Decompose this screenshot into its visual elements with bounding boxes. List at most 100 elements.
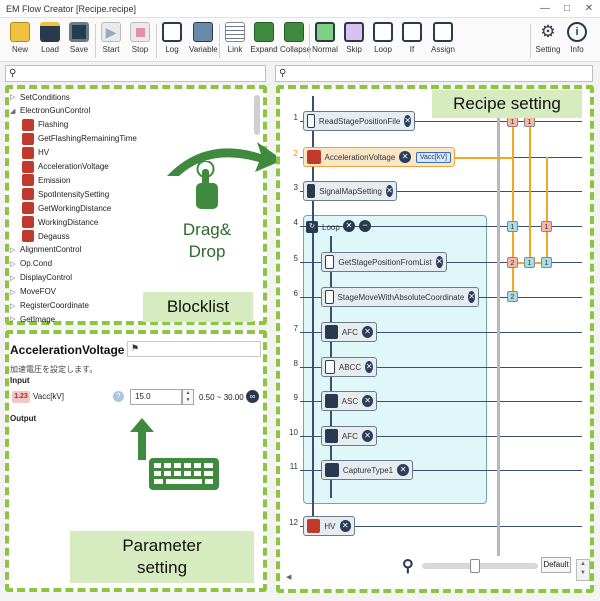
remove-block-icon[interactable]: ✕ — [404, 115, 411, 127]
collapsed-arrow-icon[interactable]: ▷ — [10, 316, 16, 324]
variable-chip[interactable]: 2 — [507, 257, 518, 268]
recipe-block[interactable]: ReadStagePositionFile✕ — [303, 111, 415, 131]
blocklist-item[interactable]: GetFlashingRemainingTime — [22, 132, 137, 146]
scroll-left-button[interactable]: ◀ — [286, 574, 292, 581]
blocklist-item[interactable]: ▷GetImage — [10, 312, 55, 326]
remove-block-icon[interactable]: ✕ — [362, 395, 373, 407]
row-rail-line — [300, 226, 582, 227]
blocklist-item[interactable]: ▷RegisterCoordinate — [10, 299, 89, 313]
blocklist-item-label: SetConditions — [20, 92, 70, 102]
if-button[interactable]: If — [398, 22, 426, 60]
start-button[interactable]: ▶Start — [97, 22, 125, 60]
normal-mode-icon — [315, 22, 335, 42]
recipe-block[interactable]: SignalMapSetting✕ — [303, 181, 397, 201]
variable-chip[interactable]: 1 — [507, 221, 518, 232]
variable-chip[interactable]: 2 — [507, 291, 518, 302]
blocklist-item[interactable]: ▷ SetConditions — [10, 90, 70, 104]
log-button[interactable]: Log — [158, 22, 186, 60]
remove-block-icon[interactable]: ✕ — [361, 430, 373, 442]
blocklist-item[interactable]: Flashing — [22, 118, 68, 132]
blocklist-scrollbar[interactable] — [254, 95, 260, 135]
recipe-block-label: HV — [324, 521, 336, 531]
variable-chip[interactable]: 1 — [541, 257, 552, 268]
zoom-slider-track[interactable] — [422, 563, 538, 569]
blocklist-item[interactable]: ▷MoveFOV — [10, 285, 56, 299]
blocklist-item[interactable]: GetWorkingDistance — [22, 201, 111, 215]
collapsed-arrow-icon[interactable]: ▷ — [10, 274, 16, 282]
recipe-block[interactable]: ASC✕ — [321, 391, 377, 411]
tag-field[interactable]: ⚑ — [127, 341, 261, 357]
recipe-search-input[interactable]: ⚲ — [275, 65, 593, 82]
recipe-block-label: StageMoveWithAbsoluteCoordinate — [337, 292, 465, 302]
collapsed-arrow-icon[interactable]: ▷ — [10, 302, 16, 310]
collapsed-arrow-icon[interactable]: ▷ — [10, 246, 16, 254]
parameter-variable-tag[interactable]: Vacc[kV] — [415, 151, 451, 163]
remove-block-icon[interactable]: ✕ — [385, 185, 393, 197]
loop-button[interactable]: Loop — [369, 22, 397, 60]
recipe-block[interactable]: AccelerationVoltage✕Vacc[kV] — [303, 147, 455, 167]
new-button[interactable]: New — [6, 22, 34, 60]
input-range: 0.50 ~ 30.00 — [199, 393, 244, 402]
save-button[interactable]: Save — [65, 22, 93, 60]
maximize-icon[interactable]: □ — [563, 3, 571, 14]
collapse-loop-icon[interactable]: − — [359, 220, 371, 232]
vertical-scroll-buttons[interactable]: ▲▼ — [576, 559, 590, 581]
link-button[interactable]: Link — [221, 22, 249, 60]
recipe-block[interactable]: GetStagePositionFromList✕ — [321, 252, 447, 272]
help-icon[interactable]: ? — [113, 391, 124, 402]
remove-block-icon[interactable]: ✕ — [435, 256, 443, 268]
blocklist-item[interactable]: ◢ElectronGunControl — [10, 104, 90, 118]
gear-icon: ⚙ — [540, 22, 556, 41]
stop-button[interactable]: Stop — [126, 22, 154, 60]
blocklist-item[interactable]: ▷Op.Cond — [10, 257, 52, 271]
link-parameter-icon[interactable]: ∞ — [246, 390, 259, 403]
recipe-block[interactable]: HV✕ — [303, 516, 355, 536]
recipe-block[interactable]: AFC✕ — [321, 322, 377, 342]
toolbar-separator — [530, 24, 531, 58]
remove-block-icon[interactable]: ✕ — [468, 291, 475, 303]
stop-button-label: Stop — [131, 45, 149, 54]
remove-block-icon[interactable]: ✕ — [339, 520, 351, 532]
blocklist-item[interactable]: AccelerationVoltage — [22, 160, 109, 174]
blocklist-item[interactable]: HV — [22, 146, 49, 160]
recipe-block[interactable]: AFC✕ — [321, 426, 377, 446]
setting-button[interactable]: ⚙Setting — [534, 22, 562, 60]
collapsed-arrow-icon[interactable]: ▷ — [10, 260, 16, 268]
skip-button[interactable]: Skip — [340, 22, 368, 60]
recipe-block[interactable]: CaptureType1✕ — [321, 460, 413, 480]
blocklist-item[interactable]: Emission — [22, 173, 70, 187]
remove-block-icon[interactable]: ✕ — [361, 326, 373, 338]
assign-button[interactable]: Assign — [429, 22, 457, 60]
collapsed-arrow-icon[interactable]: ▷ — [10, 94, 16, 101]
search-icon: ⚲ — [9, 68, 17, 79]
blocklist-item[interactable]: WorkingDistance — [22, 215, 98, 229]
loop-header[interactable]: ↻Loop — [306, 220, 340, 234]
blocklist-item[interactable]: SpotIntensitySetting — [22, 187, 109, 201]
expand-button[interactable]: Expand — [250, 22, 278, 60]
remove-block-icon[interactable]: ✕ — [399, 151, 411, 163]
remove-block-icon[interactable]: ✕ — [365, 361, 373, 373]
blocklist-search-input[interactable]: ⚲ — [5, 65, 266, 82]
vacc-stepper[interactable]: ▲▼ — [182, 389, 194, 405]
remove-block-icon[interactable]: ✕ — [397, 464, 409, 476]
remove-block-icon[interactable]: ✕ — [343, 220, 355, 232]
collapse-button[interactable]: Collapse — [280, 22, 311, 60]
zoom-slider-thumb[interactable] — [470, 559, 480, 573]
close-icon[interactable]: ✕ — [584, 3, 594, 14]
variable-chip[interactable]: 1 — [524, 257, 535, 268]
collapsed-arrow-icon[interactable]: ▷ — [10, 288, 16, 296]
variable-chip[interactable]: 1 — [541, 221, 552, 232]
minimize-icon[interactable]: — — [540, 3, 550, 14]
vacc-input[interactable]: 15.0 — [130, 389, 182, 405]
blocklist-item[interactable]: Degauss — [22, 229, 70, 243]
load-button[interactable]: Load — [36, 22, 64, 60]
blocklist-item[interactable]: ▷DisplayControl — [10, 271, 72, 285]
default-button[interactable]: Default — [541, 557, 571, 573]
recipe-block[interactable]: StageMoveWithAbsoluteCoordinate✕ — [321, 287, 479, 307]
blocklist-item[interactable]: ▷AlignmentControl — [10, 243, 81, 257]
variable-button[interactable]: Variable — [189, 22, 218, 60]
normal-button[interactable]: Normal — [311, 22, 339, 60]
expanded-arrow-icon[interactable]: ◢ — [10, 107, 16, 115]
recipe-block[interactable]: ABCC✕ — [321, 357, 377, 377]
